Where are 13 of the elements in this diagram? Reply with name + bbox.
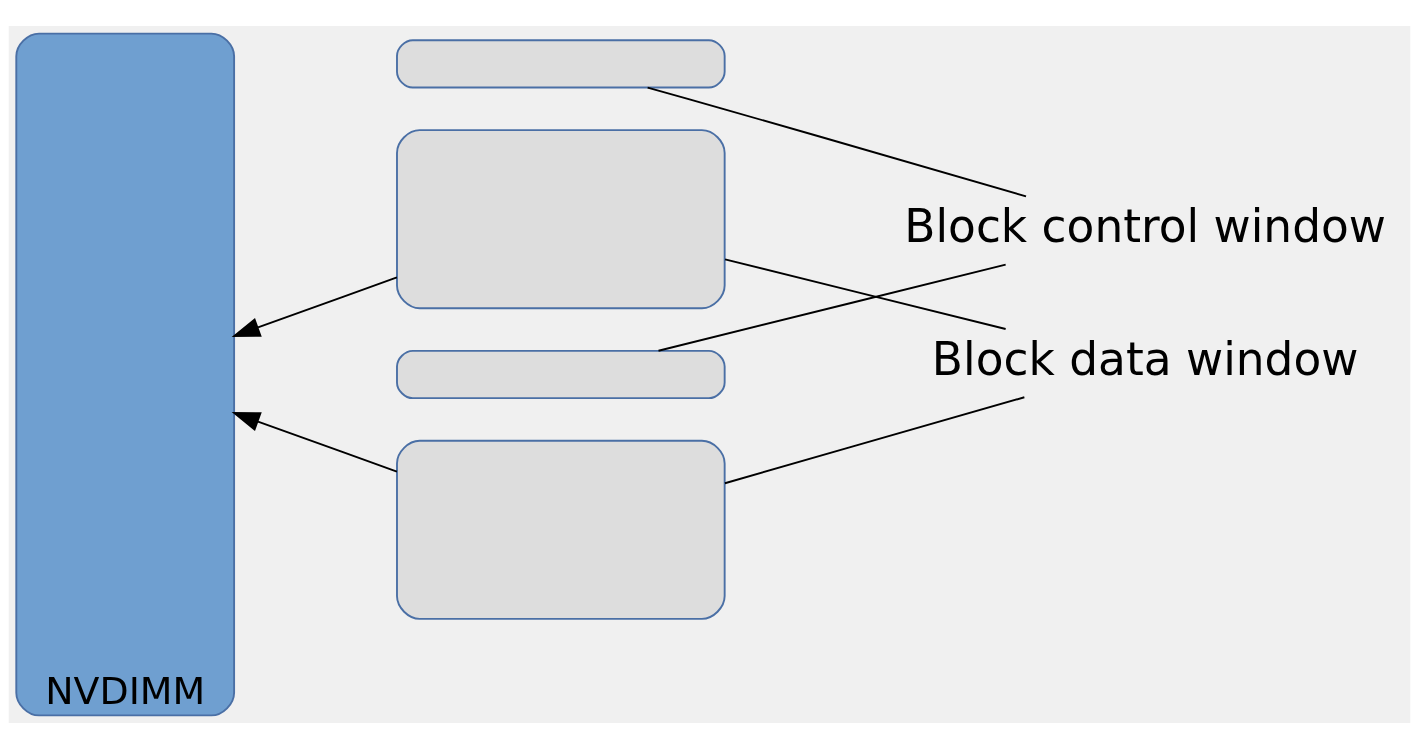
- node-box: [396, 39, 726, 89]
- node-box: [396, 129, 726, 310]
- connector: [657, 263, 1007, 352]
- connector: [723, 396, 1026, 485]
- node-text: Block control window: [904, 200, 1386, 254]
- node-box: [396, 439, 726, 620]
- node-box: NVDIMM: [15, 32, 236, 717]
- arrow: [231, 276, 398, 337]
- connector: [724, 258, 1007, 330]
- connector: [646, 86, 1027, 198]
- node-text: Block data window: [931, 332, 1359, 386]
- node-box: [396, 349, 726, 400]
- arrow: [231, 412, 398, 473]
